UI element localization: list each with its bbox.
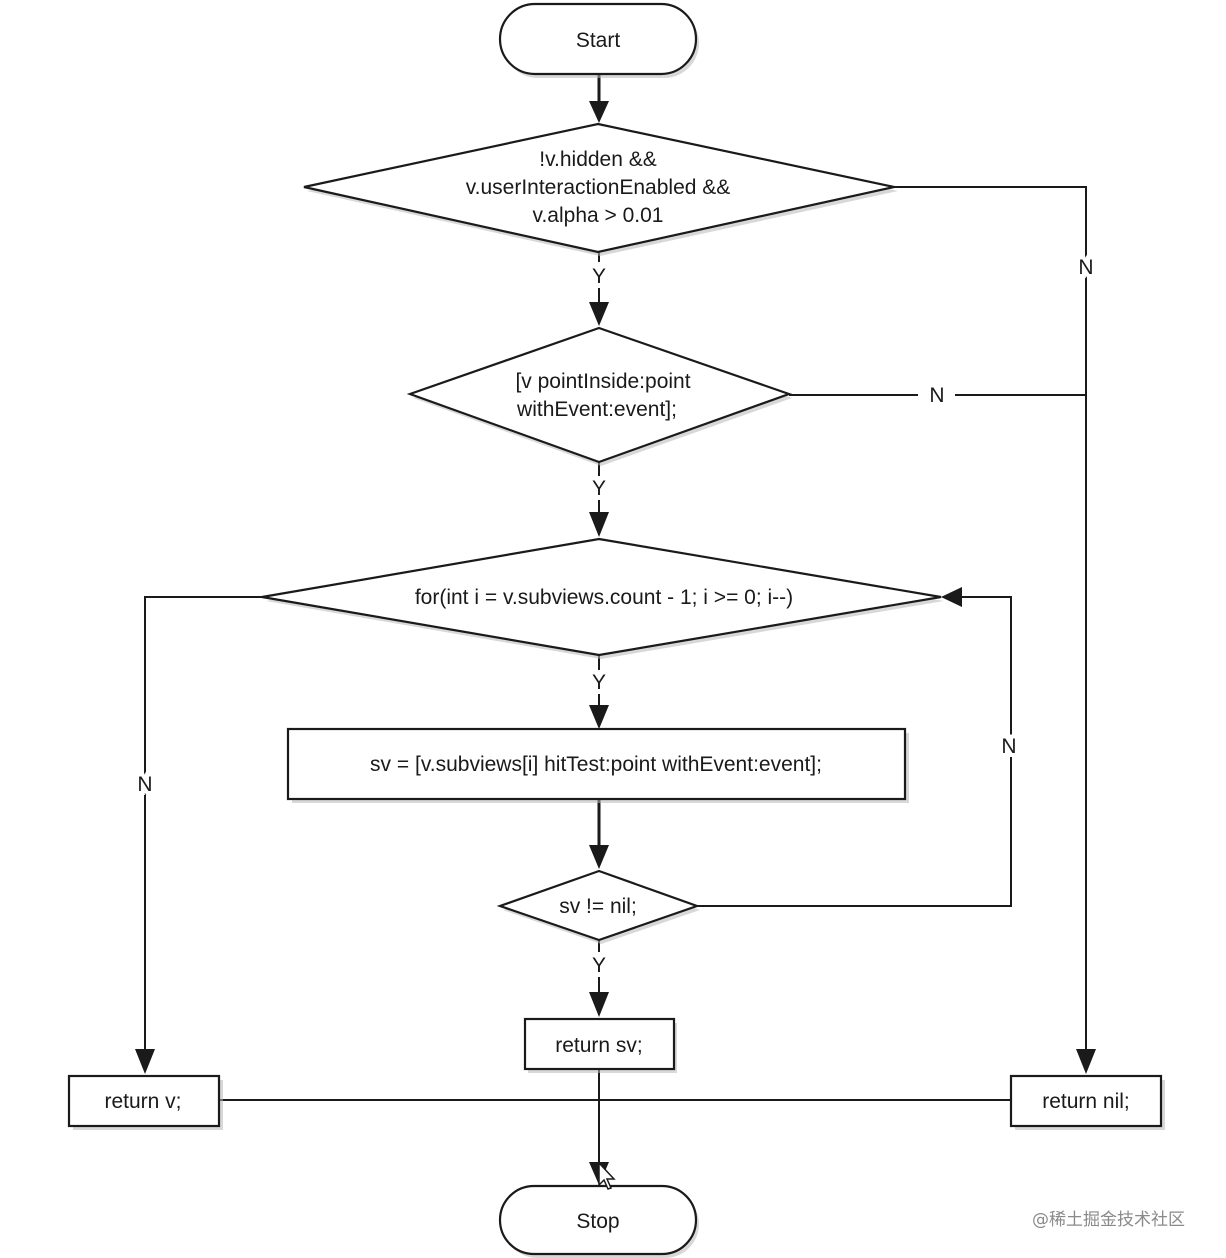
return-sv-box: return sv; (523, 1017, 677, 1073)
start-terminal: Start (498, 2, 699, 78)
label-loop-no: N (137, 773, 152, 796)
nil-check-decision: sv != nil; (496, 869, 701, 944)
label-point-inside-yes: Y (592, 477, 606, 500)
point-inside-line-2: withEvent:event]; (516, 398, 677, 421)
start-label: Start (576, 29, 621, 52)
label-visibility-yes: Y (592, 265, 606, 288)
label-point-inside-no: N (929, 384, 944, 407)
watermark: @稀土掘金技术社区 (1032, 1210, 1185, 1230)
arrow-to-nil-check (589, 845, 609, 869)
return-v-label: return v; (104, 1090, 181, 1113)
arrow-loop-back (941, 587, 962, 607)
loop-label: for(int i = v.subviews.count - 1; i >= 0… (415, 586, 793, 609)
mouse-cursor-icon (598, 1161, 616, 1190)
arrow-to-return-nil (1076, 1049, 1096, 1074)
return-nil-label: return nil; (1042, 1090, 1130, 1113)
stop-terminal: Stop (498, 1184, 699, 1258)
nil-check-label: sv != nil; (559, 895, 637, 918)
arrow-to-visibility-check (589, 101, 609, 123)
arrow-to-return-v (135, 1049, 155, 1074)
edge-visibility-no (894, 186, 1087, 1050)
label-nil-check-no: N (1001, 735, 1016, 758)
arrow-to-loop (589, 512, 609, 537)
return-sv-label: return sv; (555, 1034, 643, 1057)
label-visibility-no: N (1078, 256, 1093, 279)
edges (135, 74, 1096, 1185)
visibility-check-line-3: v.alpha > 0.01 (533, 204, 664, 227)
arrow-to-return-sv (589, 992, 609, 1017)
hittest-process: sv = [v.subviews[i] hitTest:point withEv… (286, 727, 909, 803)
return-nil-box: return nil; (1009, 1074, 1165, 1130)
point-inside-decision: [v pointInside:point withEvent:event]; (406, 326, 793, 466)
arrow-to-point-inside (589, 302, 609, 326)
stop-label: Stop (576, 1210, 619, 1233)
subviews-loop-decision: for(int i = v.subviews.count - 1; i >= 0… (261, 537, 944, 659)
edge-nil-check-no-loop-back (697, 596, 1012, 907)
edge-loop-done (144, 596, 262, 1050)
visibility-check-decision: !v.hidden && v.userInteractionEnabled &&… (303, 122, 898, 256)
visibility-check-line-1: !v.hidden && (539, 148, 657, 171)
label-nil-check-yes: Y (592, 954, 606, 977)
return-v-box: return v; (67, 1074, 223, 1130)
label-loop-yes: Y (592, 671, 606, 694)
arrow-to-hittest (589, 705, 609, 729)
point-inside-line-1: [v pointInside:point (515, 370, 690, 393)
visibility-check-line-2: v.userInteractionEnabled && (466, 176, 731, 199)
edge-labels: Y Y Y Y N N N N (133, 252, 1097, 977)
hittest-label: sv = [v.subviews[i] hitTest:point withEv… (370, 753, 822, 776)
